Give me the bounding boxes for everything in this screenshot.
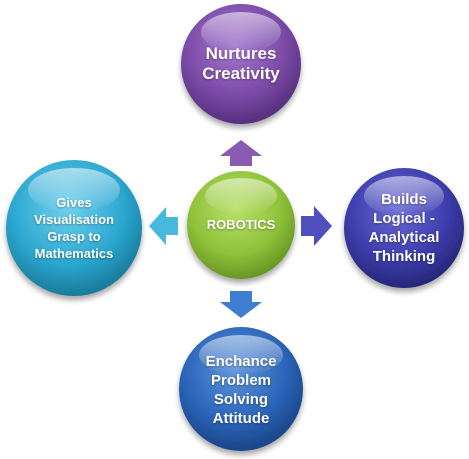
arrow-down <box>220 291 262 318</box>
node-bottom <box>179 327 303 451</box>
arrow-up <box>220 140 262 166</box>
arrow-right <box>301 206 332 246</box>
node-center <box>187 171 295 279</box>
node-right <box>344 168 464 288</box>
node-left <box>6 160 142 296</box>
node-top <box>181 4 301 124</box>
arrow-left <box>149 207 178 245</box>
